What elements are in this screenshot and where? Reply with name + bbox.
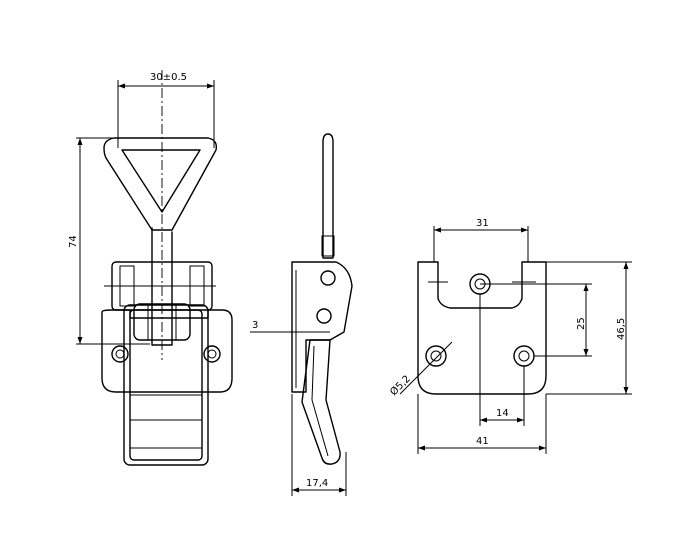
front-view — [101, 70, 233, 466]
front-triangle-handle — [103, 137, 218, 231]
side-lever — [301, 339, 341, 465]
dim-handle-width: 30±0.5 — [150, 72, 187, 83]
side-dimensions: 3 17,4 — [252, 320, 347, 496]
front-hole-left — [111, 345, 129, 363]
plate-dimensions: 31 25 46,5 Ø5,2 14 41 — [388, 218, 632, 454]
plate-view — [417, 261, 547, 395]
side-pivot-lower — [316, 308, 332, 324]
plate-outline — [417, 261, 547, 395]
plate-hole-right — [513, 345, 535, 367]
front-body-housing — [123, 304, 209, 466]
front-hole-right — [203, 345, 221, 363]
side-pivot-upper — [320, 270, 336, 286]
side-body — [291, 261, 353, 393]
dim-hole-offset-horizontal: 14 — [496, 408, 509, 419]
side-view — [250, 133, 353, 465]
front-base-plate — [101, 309, 233, 393]
side-rod — [322, 133, 334, 259]
dim-side-depth: 17,4 — [306, 478, 328, 489]
dim-plate-height: 46,5 — [616, 318, 627, 340]
plate-hole-left — [425, 345, 447, 367]
front-dimensions: 30±0.5 74 — [68, 72, 215, 345]
dim-plate-width: 41 — [476, 436, 489, 447]
dim-hole-vertical-offset: 25 — [576, 317, 587, 330]
dim-lever-thickness: 3 — [252, 320, 258, 331]
dim-overall-height: 74 — [68, 235, 79, 248]
dim-hole-spacing-top: 31 — [476, 218, 489, 229]
